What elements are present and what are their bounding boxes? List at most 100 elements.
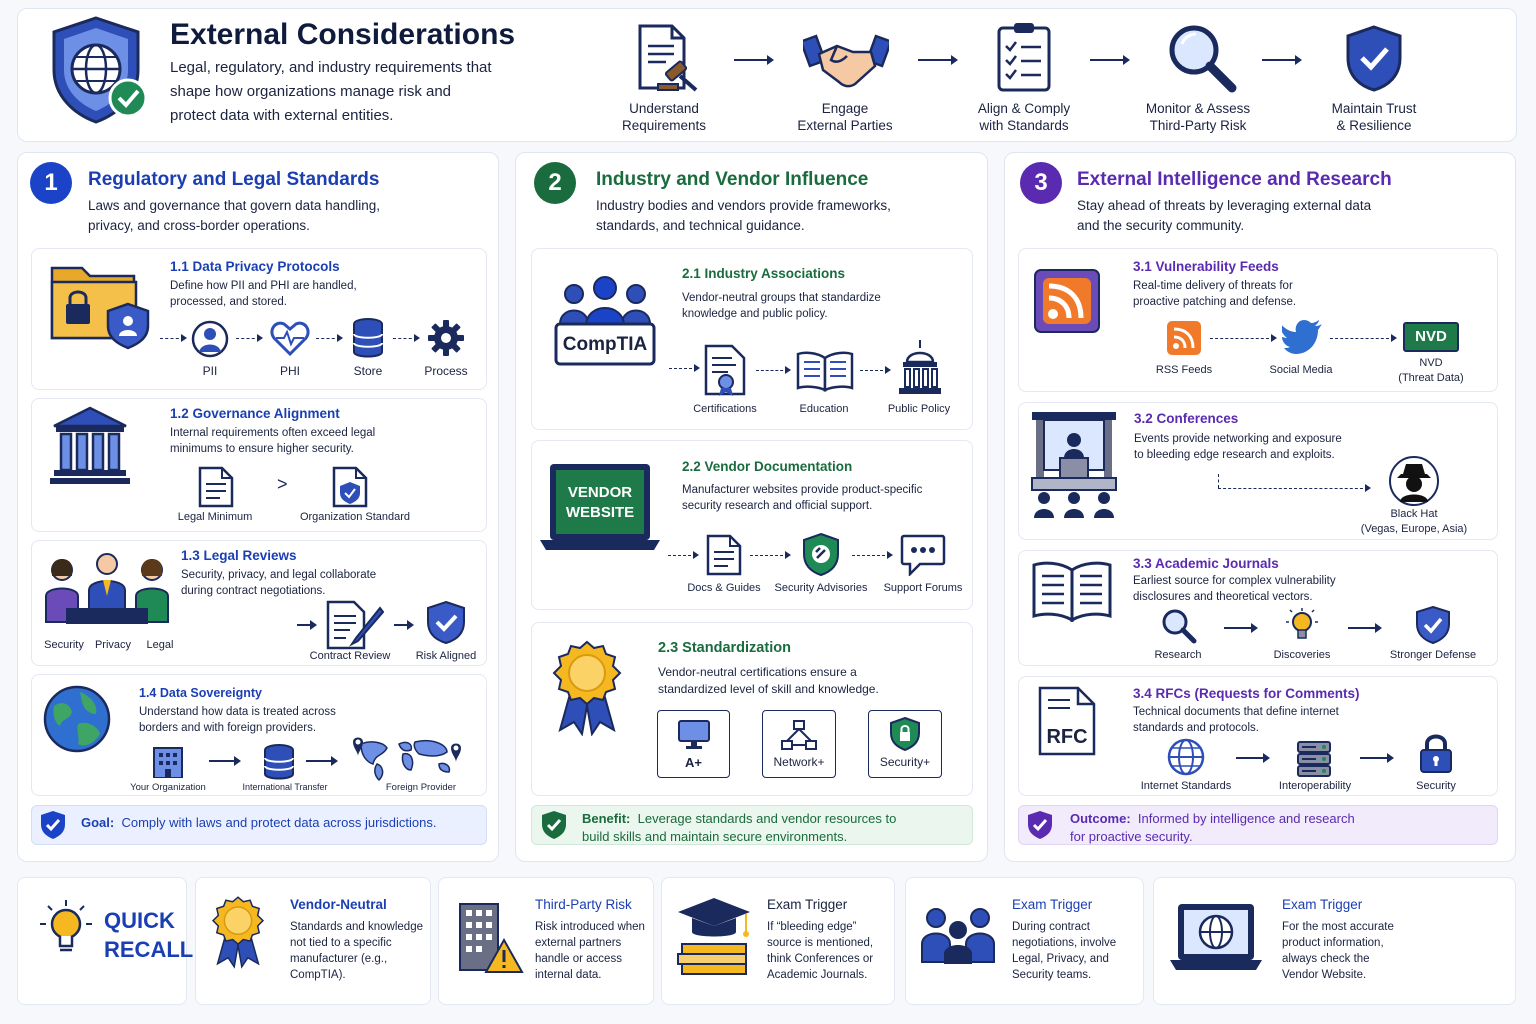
flow-arrow	[750, 551, 791, 559]
globe-icon	[42, 684, 112, 754]
lightbulb-icon	[1286, 608, 1318, 646]
label-legal: Legal	[146, 639, 174, 651]
label-security: Security	[1416, 780, 1456, 792]
label-support-forums: Support Forums	[883, 582, 963, 594]
recall-title-vendor-neutral: Vendor-Neutral	[290, 897, 387, 912]
card-title-3-3: 3.3 Academic Journals	[1133, 556, 1279, 571]
recall-desc-exam-trigger-1: If “bleeding edge”source is mentioned,th…	[767, 921, 874, 981]
folder-lock-icon	[48, 258, 152, 350]
lightbulb-icon	[36, 898, 96, 964]
section-desc-regulatory: Laws and governance that govern data han…	[88, 198, 380, 233]
card-title-1-2: 1.2 Governance Alignment	[170, 406, 340, 421]
bird-icon	[1282, 318, 1324, 356]
flow-arrow	[394, 620, 414, 630]
label-pii: PII	[202, 364, 218, 378]
flow-arrow	[756, 366, 791, 374]
label-process: Process	[424, 364, 468, 378]
shield-check-icon	[40, 810, 66, 840]
label-your-organization: Your Organization	[130, 782, 206, 793]
rfc-document-icon	[1038, 686, 1096, 756]
step-arrow	[734, 55, 774, 65]
step-arrow	[1262, 55, 1302, 65]
label-nvd: NVD	[1419, 357, 1443, 369]
label-black-hat: Black Hat	[1390, 508, 1438, 520]
cert-card-network-plus: Network+	[762, 710, 836, 778]
label-store: Store	[353, 364, 383, 378]
flow-arrow	[1348, 623, 1382, 633]
team-icon	[920, 904, 996, 966]
flow-curve	[1218, 474, 1220, 488]
rfc-doc-text: RFC	[1046, 726, 1088, 748]
flow-line	[1330, 334, 1397, 342]
cert-label-a-plus: A+	[685, 755, 702, 770]
card-title-1-1: 1.1 Data Privacy Protocols	[170, 259, 340, 274]
card-title-2-2: 2.2 Vendor Documentation	[682, 459, 853, 474]
card-desc-2-2: Manufacturer websites provide product-sp…	[682, 484, 923, 512]
security-advisory-shield-icon	[802, 532, 840, 576]
checklist-icon	[996, 20, 1052, 94]
laptop-icon	[538, 460, 662, 552]
card-desc-3-3: Earliest source for complex vulnerabilit…	[1133, 575, 1336, 603]
label-social-media: Social Media	[1269, 364, 1333, 376]
monitor-icon	[677, 720, 710, 749]
label-risk-aligned: Risk Aligned	[415, 650, 477, 662]
magnifier-icon	[1166, 22, 1238, 94]
flow-arrow	[297, 620, 317, 630]
greater-than-separator: >	[277, 474, 288, 494]
team-meeting-icon	[42, 550, 172, 628]
shield-check-icon	[426, 600, 466, 644]
shield-check-icon	[1027, 810, 1053, 840]
card-title-3-4: 3.4 RFCs (Requests for Comments)	[1133, 686, 1360, 701]
network-icon	[781, 720, 817, 750]
card-title-1-3: 1.3 Legal Reviews	[181, 548, 297, 563]
section-title-regulatory: Regulatory and Legal Standards	[88, 169, 380, 190]
database-icon	[263, 744, 295, 780]
label-research: Research	[1154, 649, 1202, 661]
section-title-intelligence: External Intelligence and Research	[1077, 169, 1392, 190]
label-public-policy: Public Policy	[887, 403, 951, 415]
card-rfcs	[1018, 676, 1498, 796]
section-desc-intelligence: Stay ahead of threats by leveraging exte…	[1077, 198, 1372, 233]
shield-check-icon	[1344, 24, 1404, 92]
goal-text: Goal: Comply with laws and protect data …	[81, 815, 437, 830]
label-organization-standard: Organization Standard	[299, 511, 411, 523]
header-panel	[17, 8, 1517, 142]
chat-bubble-icon	[900, 534, 946, 576]
label-black-hat-locations: (Vegas, Europe, Asia)	[1360, 523, 1468, 535]
card-title-3-1: 3.1 Vulnerability Feeds	[1133, 259, 1279, 274]
flow-line	[1210, 334, 1277, 342]
recall-title-exam-trigger-3: Exam Trigger	[1282, 897, 1363, 912]
flow-arrow	[1360, 753, 1394, 763]
card-desc-3-4: Technical documents that define internet…	[1133, 706, 1339, 734]
group-sign-icon	[552, 272, 658, 368]
card-title-2-1: 2.1 Industry Associations	[682, 266, 846, 281]
comptia-sign-text: CompTIA	[562, 334, 648, 355]
capitol-building-icon	[895, 340, 945, 396]
card-title-1-4: 1.4 Data Sovereignty	[139, 686, 262, 700]
conference-stage-icon	[1030, 410, 1118, 520]
page-title: External Considerations	[170, 18, 516, 51]
label-international-transfer: International Transfer	[242, 782, 328, 792]
label-docs-guides: Docs & Guides	[687, 582, 761, 594]
nvd-badge: NVD	[1403, 322, 1459, 352]
label-security: Security	[44, 639, 84, 651]
card-desc-1-3: Security, privacy, and legal collaborate…	[181, 569, 377, 597]
flow-arrow	[393, 334, 420, 342]
card-data-sovereignty	[31, 674, 487, 796]
label-internet-standards: Internet Standards	[1140, 780, 1232, 792]
card-title-3-2: 3.2 Conferences	[1134, 411, 1239, 426]
flow-arrow	[669, 364, 700, 372]
flow-arrow	[160, 334, 187, 342]
rss-small-icon	[1166, 320, 1202, 356]
card-desc-1-1: Define how PII and PHI are handled,proce…	[170, 280, 357, 308]
section-desc-industry: Industry bodies and vendors provide fram…	[596, 198, 891, 233]
step-maintain-label: Maintain Trust& Resilience	[1331, 101, 1417, 133]
label-education: Education	[799, 403, 849, 415]
label-certifications: Certifications	[693, 403, 757, 415]
